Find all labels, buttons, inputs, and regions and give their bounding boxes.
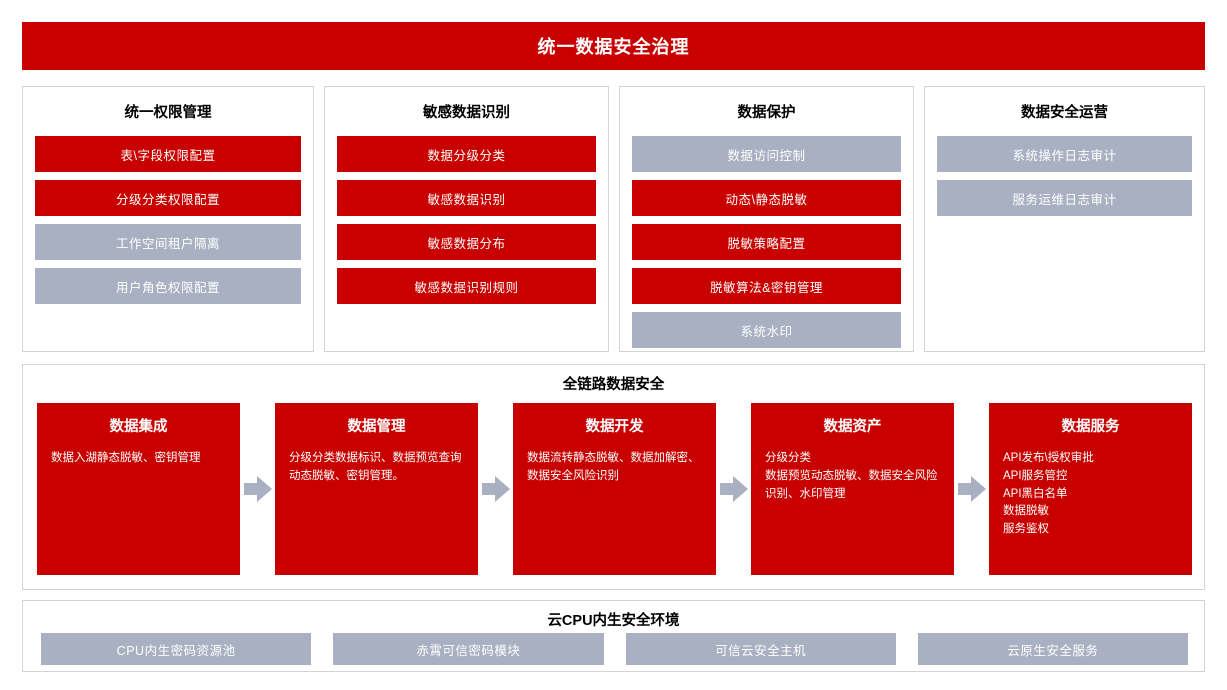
panel-item[interactable]: 系统操作日志审计 <box>937 136 1192 172</box>
panel-data-protection: 数据保护 数据访问控制 动态\静态脱敏 脱敏策略配置 脱敏算法&密钥管理 系统水… <box>619 86 914 352</box>
page-banner: 统一数据安全治理 <box>22 22 1205 70</box>
bottom-item[interactable]: 赤霄可信密码模块 <box>333 633 604 665</box>
page-title: 统一数据安全治理 <box>537 37 690 57</box>
stage-title: 数据开发 <box>585 419 644 435</box>
pipeline-stage-data-management[interactable]: 数据管理 分级分类数据标识、数据预览查询动态脱敏、密钥管理。 <box>275 403 478 575</box>
panel-item[interactable]: 服务运维日志审计 <box>937 180 1192 216</box>
pipeline-stage-data-services[interactable]: 数据服务 API发布\授权审批 API服务管控 API黑白名单 数据脱敏 服务鉴… <box>989 403 1192 575</box>
panel-title: 敏感数据识别 <box>423 105 510 121</box>
panel-item[interactable]: 脱敏算法&密钥管理 <box>632 268 901 304</box>
panel-item[interactable]: 分级分类权限配置 <box>35 180 301 216</box>
panel-item-list: 数据分级分类 敏感数据识别 敏感数据分布 敏感数据识别规则 <box>337 136 596 304</box>
panel-item[interactable]: 敏感数据分布 <box>337 224 596 260</box>
panel-item[interactable]: 敏感数据识别规则 <box>337 268 596 304</box>
bottom-item[interactable]: 云原生安全服务 <box>917 633 1188 665</box>
pipeline-arrow-1 <box>240 476 275 502</box>
pipeline-stage-data-assets[interactable]: 数据资产 分级分类 数据预览动态脱敏、数据安全风险识别、水印管理 <box>751 403 954 575</box>
bottom-item[interactable]: CPU内生密码资源池 <box>41 633 312 665</box>
stage-title: 数据资产 <box>823 419 882 435</box>
stage-description: 分级分类 数据预览动态脱敏、数据安全风险识别、水印管理 <box>765 452 938 500</box>
capability-panels: 统一权限管理 表\字段权限配置 分级分类权限配置 工作空间租户隔离 用户角色权限… <box>22 86 1205 352</box>
arrow-right-icon <box>481 476 510 502</box>
pipeline-stages: 数据集成 数据入湖静态脱敏、密钥管理 数据管理 分级分类数据标识、数据预览查询动… <box>37 403 1192 575</box>
panel-item[interactable]: 数据访问控制 <box>632 136 901 172</box>
arrow-right-icon <box>243 476 272 502</box>
panel-item[interactable]: 动态\静态脱敏 <box>632 180 901 216</box>
pipeline-stage-data-development[interactable]: 数据开发 数据流转静态脱敏、数据加解密、数据安全风险识别 <box>513 403 716 575</box>
panel-sensitive-data-identification: 敏感数据识别 数据分级分类 敏感数据识别 敏感数据分布 敏感数据识别规则 <box>324 86 609 352</box>
panel-item[interactable]: 脱敏策略配置 <box>632 224 901 260</box>
panel-title: 数据安全运营 <box>1021 105 1108 121</box>
arrow-right-icon <box>719 476 748 502</box>
stage-description: 数据入湖静态脱敏、密钥管理 <box>51 452 201 464</box>
arrow-right-icon <box>957 476 986 502</box>
pipeline-stage-data-integration[interactable]: 数据集成 数据入湖静态脱敏、密钥管理 <box>37 403 240 575</box>
stage-description: 分级分类数据标识、数据预览查询动态脱敏、密钥管理。 <box>289 452 462 482</box>
panel-item[interactable]: 用户角色权限配置 <box>35 268 301 304</box>
panel-item[interactable]: 工作空间租户隔离 <box>35 224 301 260</box>
panel-unified-permission-management: 统一权限管理 表\字段权限配置 分级分类权限配置 工作空间租户隔离 用户角色权限… <box>22 86 314 352</box>
stage-title: 数据集成 <box>109 419 168 435</box>
section-title: 云CPU内生安全环境 <box>547 613 680 629</box>
panel-item-list: 数据访问控制 动态\静态脱敏 脱敏策略配置 脱敏算法&密钥管理 系统水印 <box>632 136 901 348</box>
full-link-data-security-section: 全链路数据安全 数据集成 数据入湖静态脱敏、密钥管理 数据管理 分级分类数据标识… <box>22 364 1205 590</box>
stage-title: 数据管理 <box>347 419 406 435</box>
panel-data-security-operations: 数据安全运营 系统操作日志审计 服务运维日志审计 <box>924 86 1205 352</box>
section-title: 全链路数据安全 <box>562 377 665 393</box>
bottom-item-list: CPU内生密码资源池 赤霄可信密码模块 可信云安全主机 云原生安全服务 <box>41 633 1188 665</box>
pipeline-arrow-2 <box>478 476 513 502</box>
panel-item-list: 表\字段权限配置 分级分类权限配置 工作空间租户隔离 用户角色权限配置 <box>35 136 301 304</box>
pipeline-arrow-4 <box>954 476 989 502</box>
stage-title: 数据服务 <box>1061 419 1120 435</box>
panel-item[interactable]: 数据分级分类 <box>337 136 596 172</box>
cloud-cpu-security-environment-section: 云CPU内生安全环境 CPU内生密码资源池 赤霄可信密码模块 可信云安全主机 云… <box>22 600 1205 672</box>
panel-item[interactable]: 系统水印 <box>632 312 901 348</box>
panel-item[interactable]: 表\字段权限配置 <box>35 136 301 172</box>
panel-item[interactable]: 敏感数据识别 <box>337 180 596 216</box>
panel-title: 数据保护 <box>737 105 796 121</box>
bottom-item[interactable]: 可信云安全主机 <box>625 633 896 665</box>
stage-description: 数据流转静态脱敏、数据加解密、数据安全风险识别 <box>527 452 700 482</box>
pipeline-arrow-3 <box>716 476 751 502</box>
panel-item-list: 系统操作日志审计 服务运维日志审计 <box>937 136 1192 216</box>
stage-description: API发布\授权审批 API服务管控 API黑白名单 数据脱敏 服务鉴权 <box>1003 452 1094 536</box>
panel-title: 统一权限管理 <box>124 105 212 121</box>
